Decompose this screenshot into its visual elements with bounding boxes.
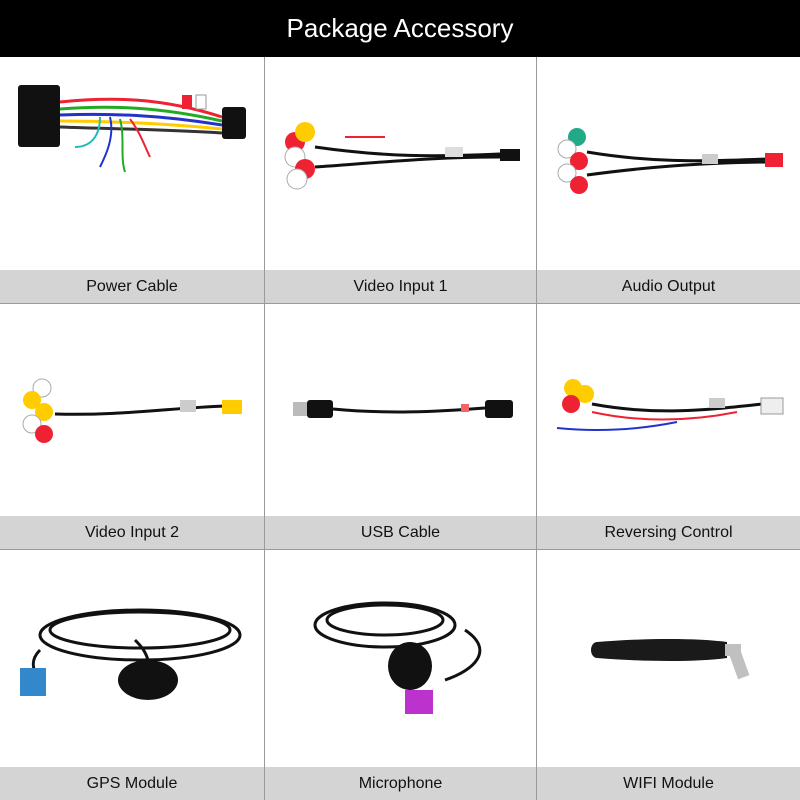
label-video-input-1: Video Input 1 xyxy=(265,270,536,303)
grid-divider-h2 xyxy=(0,549,800,550)
label-video-input-2: Video Input 2 xyxy=(0,516,264,549)
item-video-input-2: Video Input 2 xyxy=(0,304,264,549)
power-cable-icon xyxy=(18,85,246,173)
item-microphone: Microphone xyxy=(265,550,536,800)
page-title: Package Accessory xyxy=(0,0,800,57)
label-reversing-control: Reversing Control xyxy=(537,516,800,549)
grid-divider-v1 xyxy=(264,57,265,800)
label-wifi-module: WIFI Module xyxy=(537,767,800,800)
usb-cable-icon xyxy=(293,400,513,418)
label-audio-output: Audio Output xyxy=(537,270,800,303)
reversing-control-icon xyxy=(556,379,784,431)
microphone-icon xyxy=(313,601,482,714)
grid-divider-v2 xyxy=(536,57,537,800)
item-reversing-control: Reversing Control xyxy=(537,304,800,549)
label-power-cable: Power Cable xyxy=(0,270,264,303)
label-microphone: Microphone xyxy=(265,767,536,800)
wifi-module-icon xyxy=(591,639,750,680)
item-video-input-1: Video Input 1 xyxy=(265,57,536,303)
item-power-cable: Power Cable xyxy=(0,57,264,303)
item-audio-output: Audio Output xyxy=(537,57,800,303)
grid-divider-h1 xyxy=(0,303,800,304)
video-input-2-icon xyxy=(22,378,242,443)
audio-output-icon xyxy=(557,128,783,194)
label-gps-module: GPS Module xyxy=(0,767,264,800)
item-usb-cable: USB Cable xyxy=(265,304,536,549)
item-wifi-module: WIFI Module xyxy=(537,550,800,800)
video-input-1-icon xyxy=(284,122,520,190)
gps-module-icon xyxy=(20,608,242,700)
label-usb-cable: USB Cable xyxy=(265,516,536,549)
item-gps-module: GPS Module xyxy=(0,550,264,800)
